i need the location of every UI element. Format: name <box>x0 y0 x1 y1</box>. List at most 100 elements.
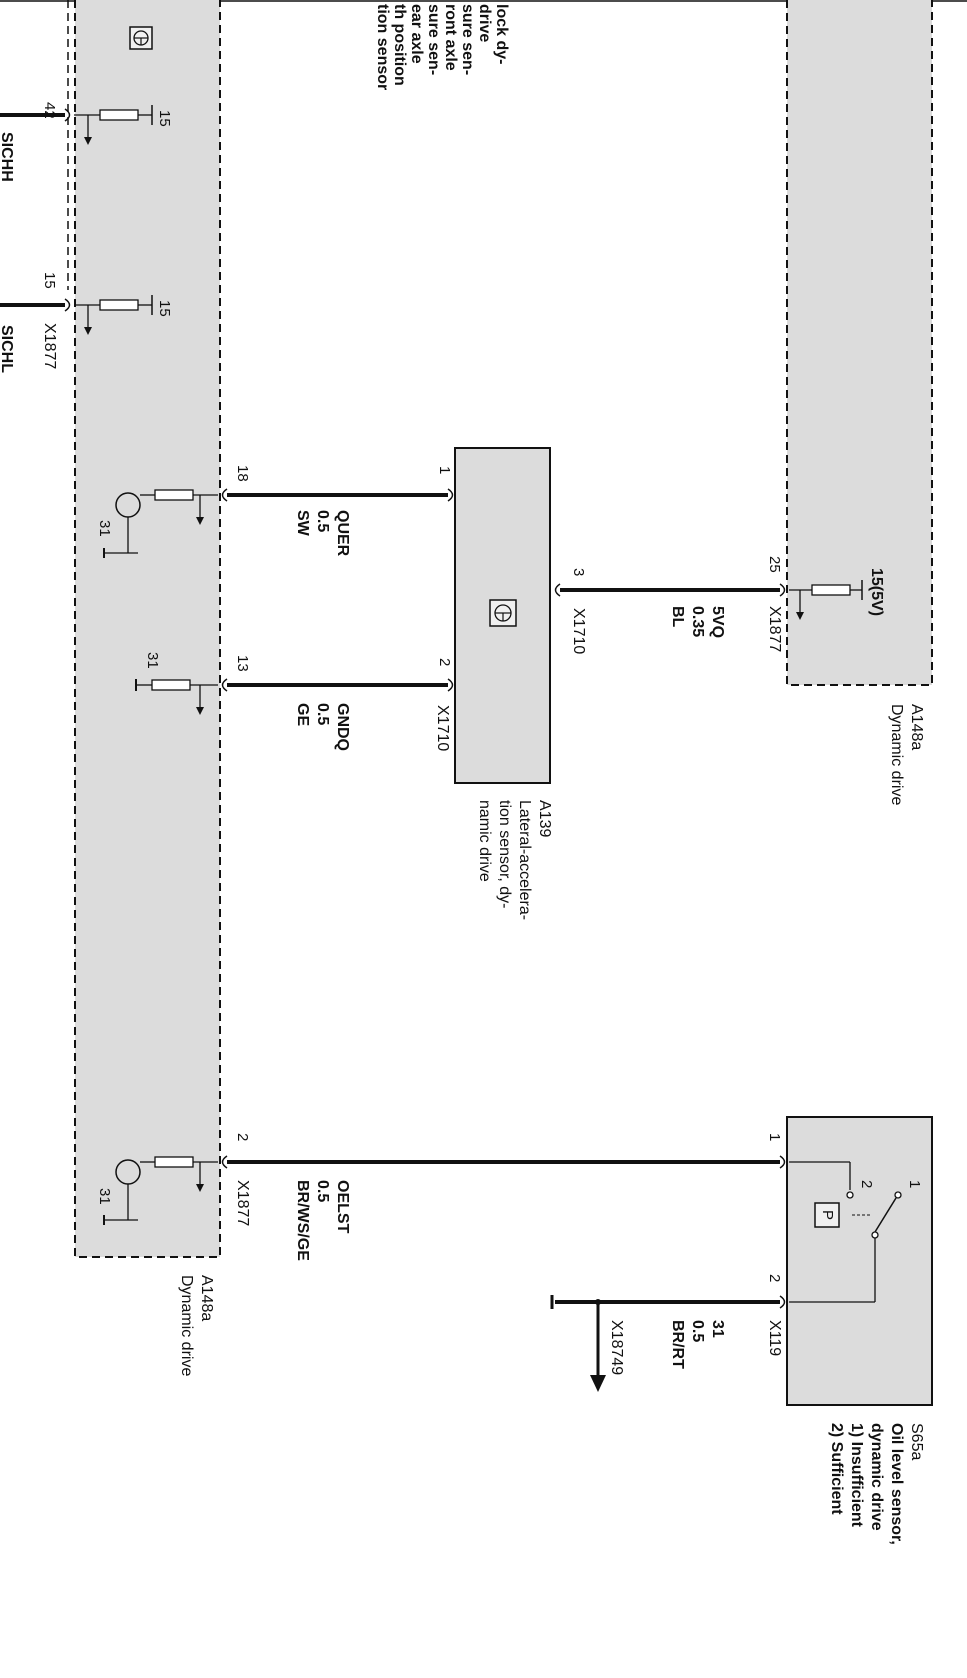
a148a-left-fill <box>75 0 220 1257</box>
a148a-right-outline <box>786 0 933 686</box>
pin-25-resistor <box>811 584 851 596</box>
pin-18-socket-left <box>221 488 228 502</box>
a139-name-1: tion sensor, dy- <box>496 800 513 909</box>
pin-2-label: 2 <box>234 1133 251 1141</box>
s65a-id: S65a <box>908 1423 925 1460</box>
pressure-symbol-label: P <box>819 1210 836 1220</box>
desc-line-0: lock dy- <box>493 4 510 64</box>
desc-line-4: sure sen- <box>425 4 442 75</box>
a139-pin1-label: 1 <box>436 466 453 474</box>
a139-pin3-socket <box>554 583 561 597</box>
oelst-gauge: 0.5 <box>314 1180 331 1202</box>
pin-15-group: 15 15 X1877 SICHL <box>0 272 173 373</box>
s65a-pin1-label: 1 <box>766 1133 783 1141</box>
a139-connector-label-pin2: X1710 <box>434 705 451 751</box>
sichh-label: SICHH <box>0 132 15 182</box>
s65a-box <box>786 1116 933 1406</box>
a148a-left-name: Dynamic drive <box>178 1275 195 1376</box>
s65a-switch-pos1-label: 1 <box>906 1180 923 1188</box>
pin-18-ground-arrow <box>196 517 204 525</box>
s65a-pin2-socket <box>779 1295 786 1309</box>
a148a-left-module <box>67 0 221 1258</box>
s65a-module: P 2 1 1 2 X119 S65a Oil level sensor, dy… <box>766 1116 933 1545</box>
a139-pin3-label: 3 <box>570 568 587 576</box>
gndq-color: GE <box>294 703 311 726</box>
pin-15-resistor <box>99 299 139 311</box>
s65a-pin2-label: 2 <box>766 1274 783 1282</box>
pin-15-ground-arrow <box>84 327 92 335</box>
a139-name-2: namic drive <box>476 800 493 882</box>
pin-13-ground-arrow <box>196 707 204 715</box>
ground-wire-group: X18749 31 0.5 BR/RT <box>550 1295 786 1392</box>
pin-18-ground-label: 31 <box>96 520 113 537</box>
desc-line-3: ront axle <box>442 4 459 71</box>
pin-18-socket-right <box>447 488 454 502</box>
quer-gauge: 0.5 <box>314 510 331 532</box>
pin-25-label: 25 <box>766 556 783 573</box>
ground-down-arrow-icon <box>590 1375 606 1392</box>
pin-13-socket-right <box>447 678 454 692</box>
pin-25-socket <box>779 583 786 597</box>
pin-15-fuse-label: 15 <box>156 300 173 317</box>
s65a-contact-1 <box>894 1191 902 1199</box>
pin-2-connector-label: X1877 <box>234 1180 251 1226</box>
quer-color: SW <box>294 510 311 537</box>
pin-18-group: 18 31 QUER 0.5 SW <box>96 465 454 558</box>
pin-13-socket-left <box>221 678 228 692</box>
pin-25-connector-label: X1877 <box>766 606 783 652</box>
ground-wire-color: BR/RT <box>669 1320 686 1369</box>
pin-18-label: 18 <box>234 465 251 482</box>
gndq-name: GNDQ <box>334 703 351 751</box>
pin-42-resistor <box>99 109 139 121</box>
pin-42-fuse-label: 15 <box>156 110 173 127</box>
a139-module: 1 2 X1710 3 X1710 A139 Lateral-accelera-… <box>434 447 587 920</box>
pin-13-ground-label: 31 <box>144 652 161 669</box>
s65a-connector-label: X119 <box>766 1320 783 1356</box>
svq-gauge: 0.35 <box>689 606 706 637</box>
a139-name-0: Lateral-accelera- <box>516 800 533 920</box>
a148a-left-outline <box>74 0 221 1258</box>
quer-name: QUER <box>334 510 351 557</box>
svq-group: 5VQ 0.35 BL <box>554 583 786 638</box>
ground-wire-gauge: 0.5 <box>689 1320 706 1342</box>
ground-connector-label: X18749 <box>608 1320 625 1375</box>
pin-15-connector-label: X1877 <box>41 323 58 369</box>
truncated-description: lock dy- drive sure sen- ront axle sure … <box>374 4 510 90</box>
a148a-right-fill <box>787 0 932 685</box>
s65a-contact-2 <box>846 1191 854 1199</box>
pin-2-ground-label: 31 <box>96 1188 113 1205</box>
a148a-left-id: A148a <box>198 1275 215 1321</box>
a148a-right-name: Dynamic drive <box>888 704 905 805</box>
oelst-color: BR/WS/GE <box>294 1180 311 1261</box>
pin-15-socket <box>64 298 71 312</box>
s65a-name-3: 2) Sufficient <box>828 1423 845 1515</box>
pin-13-resistor <box>151 679 191 691</box>
desc-line-5: ear axle <box>408 4 425 64</box>
desc-line-1: drive <box>476 4 493 42</box>
pin-15-label: 15 <box>41 272 58 289</box>
a148a-right-module: 25 X1877 15(5V) A148a Dynamic drive <box>766 0 933 805</box>
s65a-name-2: 1) Insufficient <box>848 1423 865 1528</box>
pin-2-socket-right <box>779 1155 786 1169</box>
svq-name: 5VQ <box>709 606 726 638</box>
pin-13-group: 13 31 GNDQ 0.5 GE <box>135 652 454 751</box>
s65a-name-0: Oil level sensor, <box>888 1423 905 1545</box>
svq-color: BL <box>669 606 686 628</box>
a148a-right-id: A148a <box>908 704 925 750</box>
s65a-switch-arm <box>874 1197 897 1233</box>
sichl-label: SICHL <box>0 325 15 373</box>
oelst-name: OELST <box>334 1180 351 1234</box>
pin-25-supply-label: 15(5V) <box>868 568 885 616</box>
pressure-icon <box>814 1202 840 1228</box>
pin-18-resistor <box>154 489 194 501</box>
a139-connector-label-pin3: X1710 <box>570 608 587 654</box>
pin-13-label: 13 <box>234 655 251 672</box>
s65a-pivot <box>871 1231 879 1239</box>
pin-2-ground-arrow <box>196 1184 204 1192</box>
s65a-name-1: dynamic drive <box>868 1423 885 1531</box>
desc-line-6: th position <box>391 4 408 86</box>
pin-2-resistor <box>154 1156 194 1168</box>
pin-25-ground-arrow <box>796 612 804 620</box>
pin-42-socket <box>64 108 71 122</box>
